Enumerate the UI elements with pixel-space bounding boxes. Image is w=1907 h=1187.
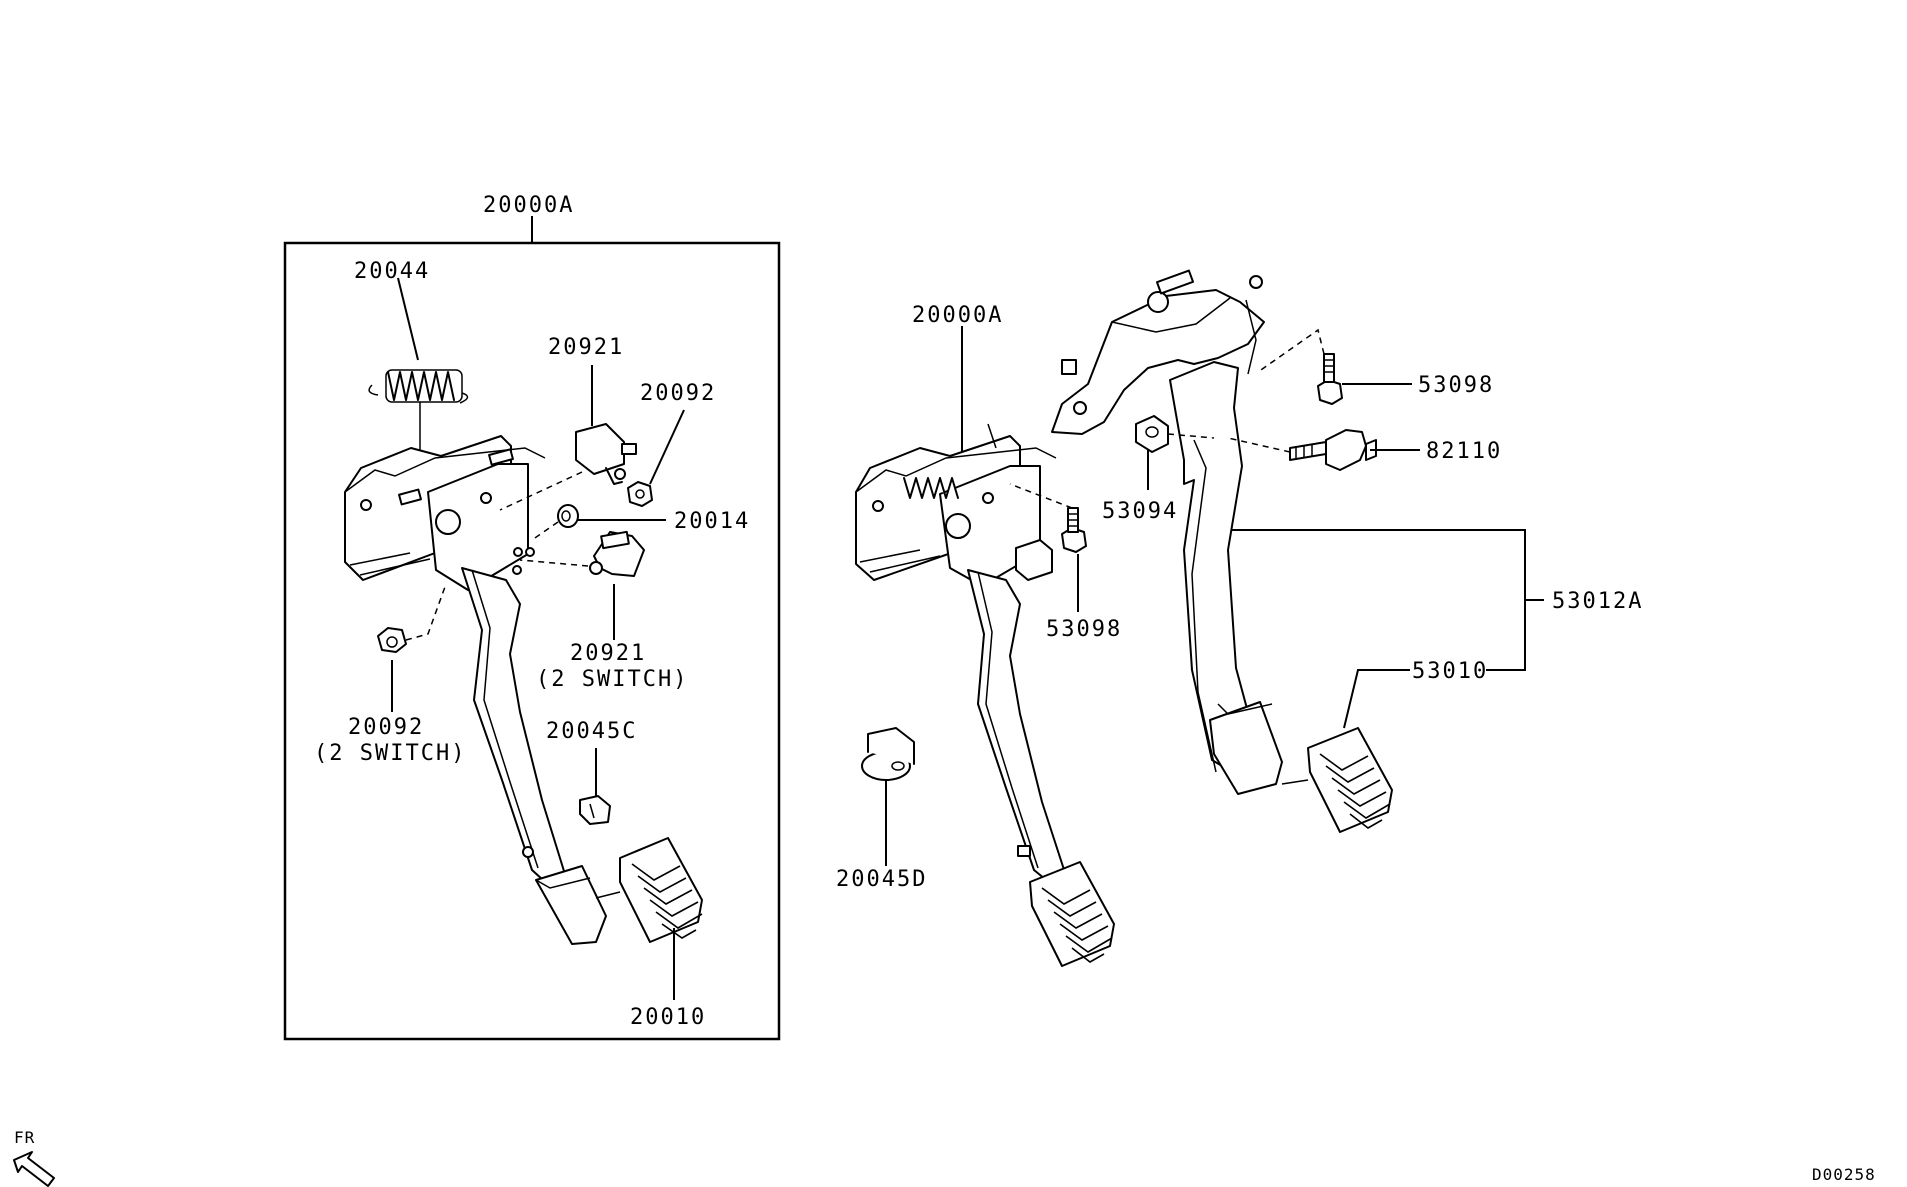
middle-pedal-assembly bbox=[855, 326, 1115, 967]
switch-icon bbox=[575, 423, 637, 485]
label-nut-lower: 20092 bbox=[348, 715, 424, 740]
pedal-bracket-left bbox=[344, 435, 546, 591]
label-assy-right: 20000A bbox=[912, 303, 1003, 328]
clutch-pedal-arm bbox=[461, 567, 607, 945]
front-direction-marker: FR bbox=[13, 1128, 55, 1187]
label-pad-left: 20010 bbox=[630, 1005, 706, 1030]
hex-nut-icon bbox=[377, 627, 407, 653]
stopper-icon bbox=[861, 727, 915, 781]
label-switch-upper: 20921 bbox=[548, 335, 624, 360]
label-spring: 20044 bbox=[354, 259, 430, 284]
hex-nut-icon bbox=[627, 481, 653, 507]
switch-icon bbox=[589, 530, 645, 577]
stopper-icon bbox=[579, 795, 611, 825]
label-bolt-mid: 53098 bbox=[1046, 617, 1122, 642]
label-switch-lower-note: (2 SWITCH) bbox=[536, 667, 688, 692]
pedal-pad-icon bbox=[1307, 727, 1393, 833]
pedal-pad-icon bbox=[1029, 861, 1115, 967]
label-stopper-c: 20045C bbox=[546, 719, 637, 744]
bolt-icon bbox=[1061, 507, 1087, 553]
label-sensor: 82110 bbox=[1426, 439, 1502, 464]
label-stopper-d: 20045D bbox=[836, 867, 927, 892]
label-brake-pad: 53010 bbox=[1412, 659, 1488, 684]
label-brake-assy: 53012A bbox=[1552, 589, 1643, 614]
label-switch-lower: 20921 bbox=[570, 641, 646, 666]
left-group bbox=[283, 216, 781, 1041]
spring-icon bbox=[368, 369, 469, 404]
bolt-icon bbox=[1317, 353, 1343, 405]
sensor-icon bbox=[1289, 429, 1377, 471]
assembly-frame-left bbox=[283, 241, 781, 1041]
direction-label: FR bbox=[14, 1128, 35, 1147]
label-bushing: 20014 bbox=[674, 509, 750, 534]
pedal-pad-icon bbox=[619, 837, 703, 943]
right-brake-pedal-group bbox=[1051, 269, 1544, 833]
label-bolt-upper: 53098 bbox=[1418, 373, 1494, 398]
clip-icon bbox=[1135, 415, 1169, 453]
diagram-code: D00258 bbox=[1812, 1165, 1876, 1184]
arrow-icon bbox=[13, 1151, 55, 1187]
label-nut-upper: 20092 bbox=[640, 381, 716, 406]
label-nut-lower-note: (2 SWITCH) bbox=[314, 741, 466, 766]
part-labels: 20000A 20044 20921 20092 20014 20921 (2 … bbox=[314, 193, 1643, 1030]
label-assy-left: 20000A bbox=[483, 193, 574, 218]
label-clip: 53094 bbox=[1102, 499, 1178, 524]
bushing-icon bbox=[557, 504, 579, 528]
